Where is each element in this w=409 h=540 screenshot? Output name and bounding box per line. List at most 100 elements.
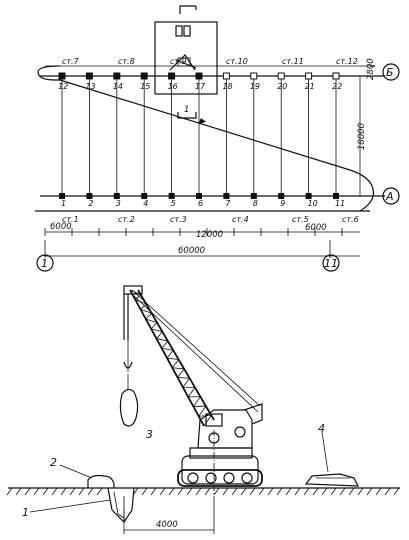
column-bottom-mark [223,193,230,199]
hatch-mark [6,487,13,496]
axis-11-circle [322,254,340,272]
station-bottom: ст.3 [170,215,187,224]
column-top-mark [85,72,93,80]
column-top-mark [195,72,203,80]
column-number-top: 17 [195,82,206,91]
column-bottom-mark [168,193,175,199]
hatch-mark [15,487,22,496]
hatch-mark [267,487,274,496]
column-number-bottom: 4 [143,199,148,208]
boom-lattice [193,396,201,407]
hatch-mark [87,487,94,496]
column-top-mark [113,72,121,80]
boom-lattice [140,303,147,310]
dim-2800-label: 2800 [366,58,376,80]
column-bottom-mark [333,193,339,199]
dim-18000-label: 18000 [357,123,367,150]
hatch-mark [330,487,337,496]
axis-11-label: 11 [324,257,338,270]
hatch-mark [348,487,355,496]
boom-lattice [166,350,174,359]
hatch-mark [195,487,202,496]
axis-b-label: Б [386,66,394,79]
column-number-top: 14 [113,82,123,91]
hatch-mark [384,487,391,496]
hatch-mark [78,487,85,496]
column-number-top: 19 [250,82,260,91]
crane-platform-plan [154,21,218,95]
boom-lattice [140,309,152,314]
column-number-top: 21 [305,82,315,91]
column-bottom-mark [86,193,93,199]
hatch-mark [312,487,319,496]
boom-lattice [172,367,185,370]
column-number-bottom: 6 [198,199,203,208]
column-number-bottom: 9 [280,199,285,208]
hatch-mark [258,487,265,496]
suspended-load [119,388,139,427]
station-top: ст.8 [118,57,135,66]
station-bottom: ст.5 [292,215,309,224]
hatch-mark [177,487,184,496]
axis-b-circle [382,63,400,81]
boom-lattice [156,338,168,342]
boom-lattice [182,377,190,388]
cab-left-plan [175,25,183,37]
travel-turn-left [37,65,61,81]
hatch-mark [96,487,103,496]
hatch-mark [24,487,31,496]
column-number-top: 12 [58,82,68,91]
hatch-mark [141,487,148,496]
axis-a-circle [382,187,400,205]
column-number-top: 18 [222,82,232,91]
label-1: 1 [22,506,29,519]
column-top-mark [332,72,340,80]
column-number-top: 22 [332,82,342,91]
leader-2 [59,464,93,479]
foundation-pit [107,487,135,523]
column-bottom-mark [196,193,202,199]
hatch-mark [222,487,229,496]
hatch-mark [231,487,238,496]
boom-lattice [145,318,158,323]
direction-arrow [198,118,207,125]
hatch-mark [294,487,301,496]
column-number-bottom: 8 [253,199,258,208]
hatch-mark [321,487,328,496]
leader-1 [29,499,111,513]
boom-lattice [156,331,163,339]
section-mark-label: 1 [184,105,189,115]
boom-lattice [203,415,212,427]
hatch-mark [240,487,247,496]
cab-right-plan [183,25,191,37]
column-top-mark [168,72,176,80]
hatch-mark [60,487,67,496]
travel-turn-right [349,169,375,212]
column-number-bottom: 2 [88,199,93,208]
column-number-bottom: 10 [308,199,318,208]
station-bottom: ст.2 [118,215,135,224]
hatch-mark [357,487,364,496]
label-3: 3 [146,428,153,441]
boom-lattice [145,312,152,320]
hatch-mark [168,487,175,496]
section-view: 2 1 4 3 [6,285,400,534]
leader-4 [321,431,329,473]
dim-6000-left: 6000 [50,222,72,232]
column-number-bottom: 7 [225,199,231,208]
station-top: ст.12 [336,57,358,66]
dim-4000: 4000 [156,520,178,530]
dim-12000: 12000 [196,230,223,240]
station-bottom: ст.4 [232,215,249,224]
column-number-bottom: 11 [335,199,345,208]
boom-lattice [198,405,207,417]
label-2: 2 [50,456,57,469]
hatch-mark [150,487,157,496]
station-top: ст.9 [170,57,187,66]
hatch-mark [51,487,58,496]
column-number-bottom: 1 [61,199,66,208]
boom-lattice [161,347,174,351]
boom-lattice [187,387,196,398]
column-bottom-mark [305,193,312,199]
